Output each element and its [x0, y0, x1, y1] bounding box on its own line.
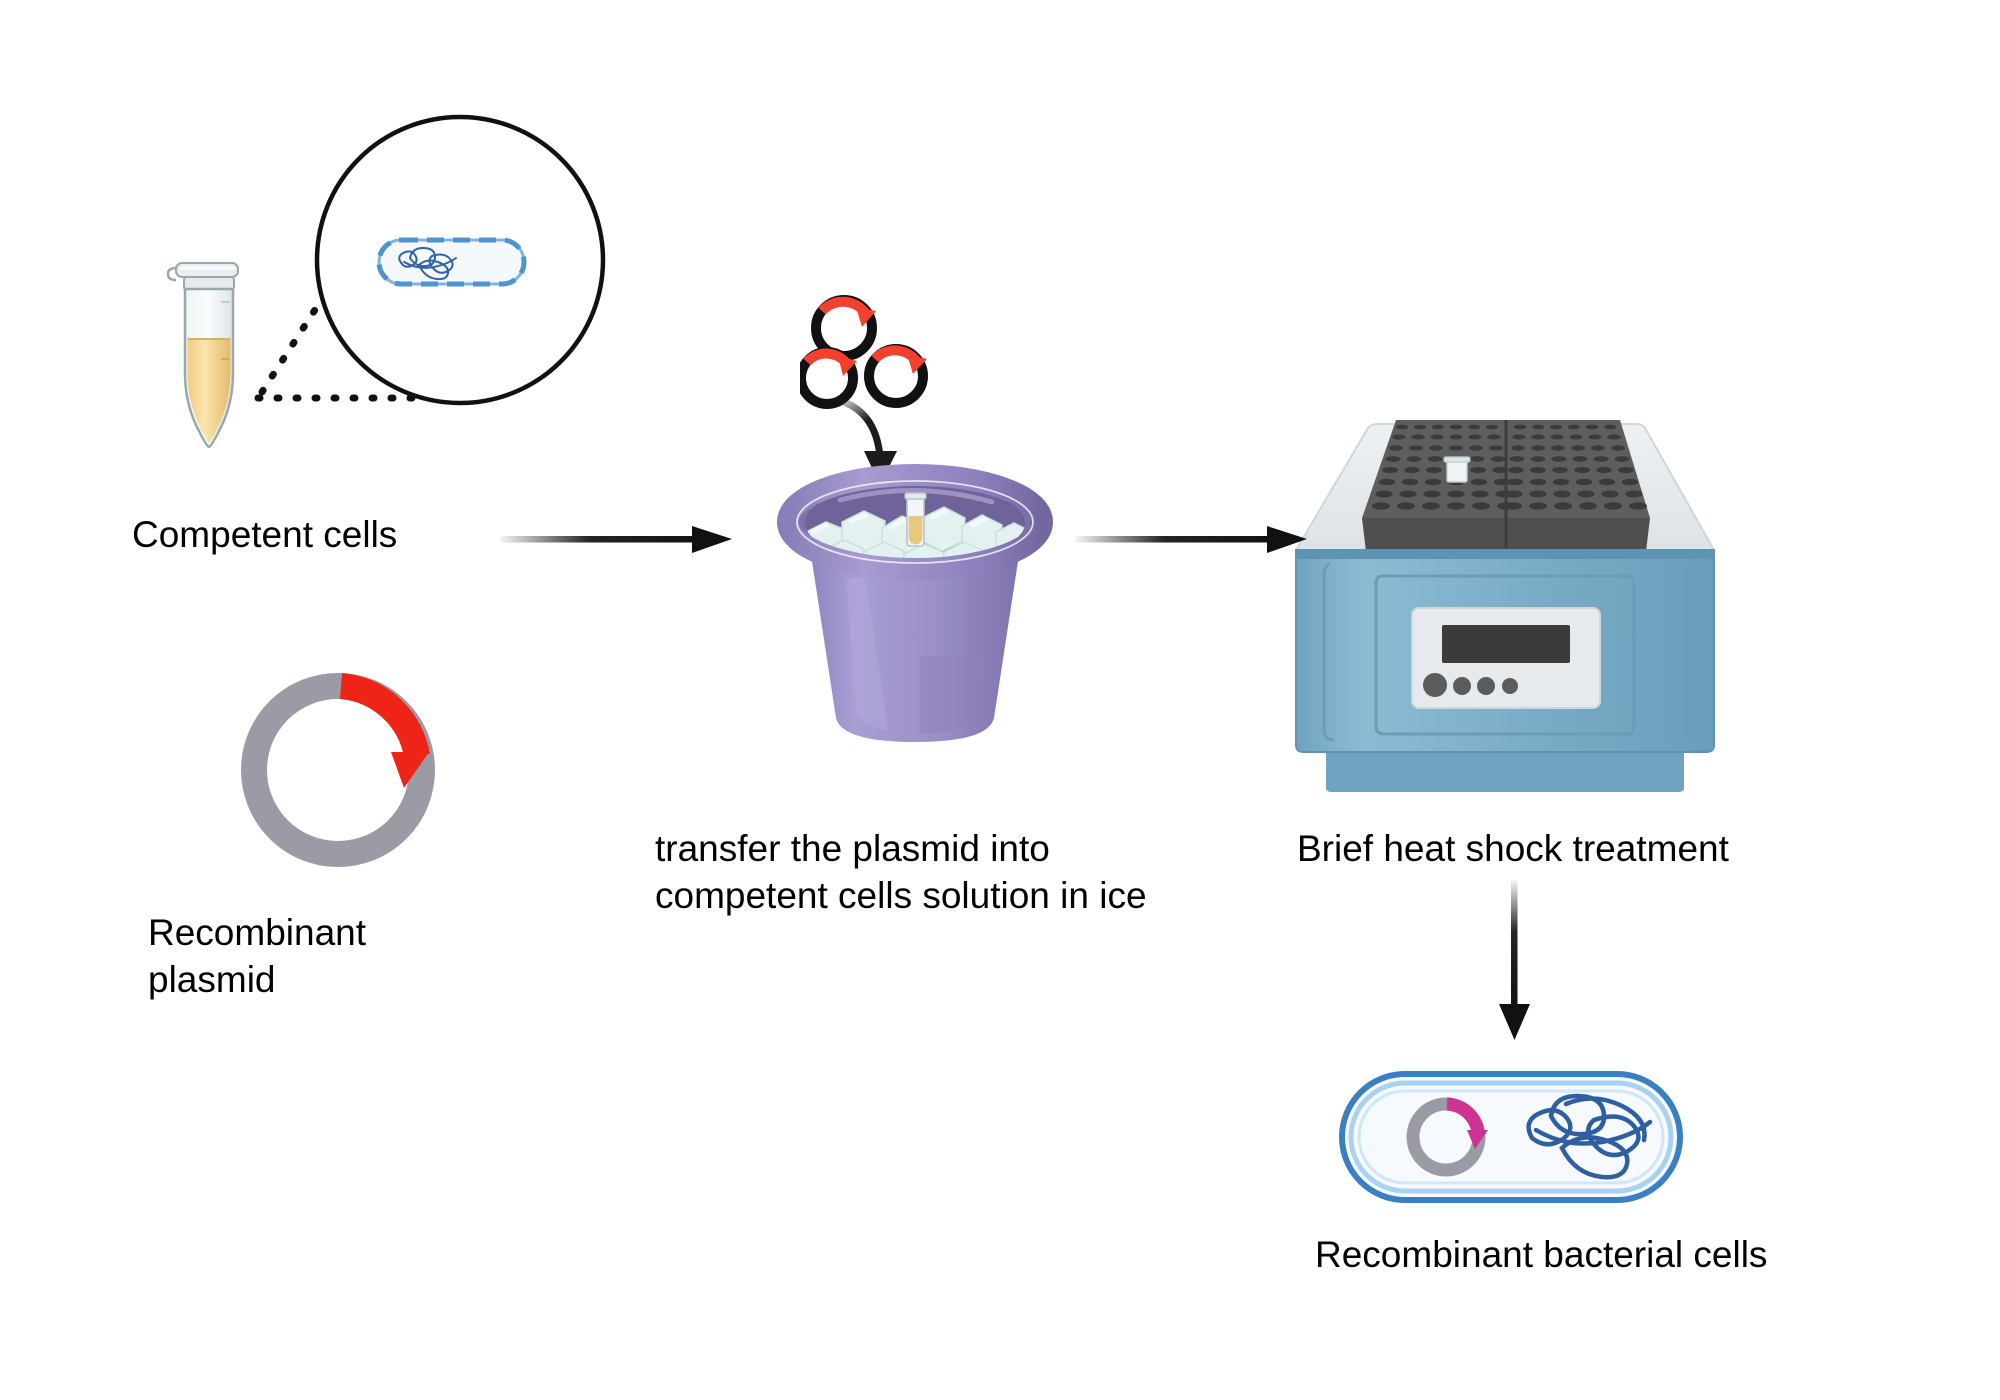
control-button: [1453, 677, 1471, 695]
arrow-bucket-to-heatblock: [1075, 526, 1307, 553]
intracellular-plasmid: [1406, 1097, 1488, 1177]
competent-cell: [376, 237, 527, 287]
label-recombinant-bacterial-cells: Recombinant bacterial cells: [1315, 1234, 1768, 1275]
control-button: [1502, 678, 1518, 694]
recombinant-bacterial-cell: [1339, 1071, 1683, 1203]
ice-bucket-tube: [904, 492, 927, 547]
eppendorf-tube: [166, 262, 239, 449]
arrow-competent-to-bucket: [500, 526, 732, 553]
label-heat-shock: Brief heat shock treatment: [1297, 828, 1729, 869]
recombinant-plasmid: [241, 673, 435, 867]
chromosomal-dna: [1526, 1093, 1653, 1180]
heat-block: [1294, 420, 1716, 792]
free-plasmid-group: [800, 295, 928, 409]
control-panel: [1411, 607, 1601, 709]
heat-block-tube: [1443, 456, 1471, 483]
label-recombinant-plasmid: Recombinant plasmid: [148, 912, 367, 1000]
label-transfer-step: transfer the plasmid into competent cell…: [655, 828, 1147, 916]
free-plasmid: [800, 347, 858, 409]
control-button: [1477, 677, 1495, 695]
free-plasmid: [864, 344, 928, 408]
heating-block-plate: [1362, 420, 1650, 552]
display-screen: [1442, 625, 1570, 663]
control-button: [1423, 673, 1447, 697]
ice-bucket: [777, 464, 1053, 742]
label-competent-cells: Competent cells: [132, 514, 398, 555]
arrow-heatblock-to-cell: [1499, 880, 1530, 1040]
